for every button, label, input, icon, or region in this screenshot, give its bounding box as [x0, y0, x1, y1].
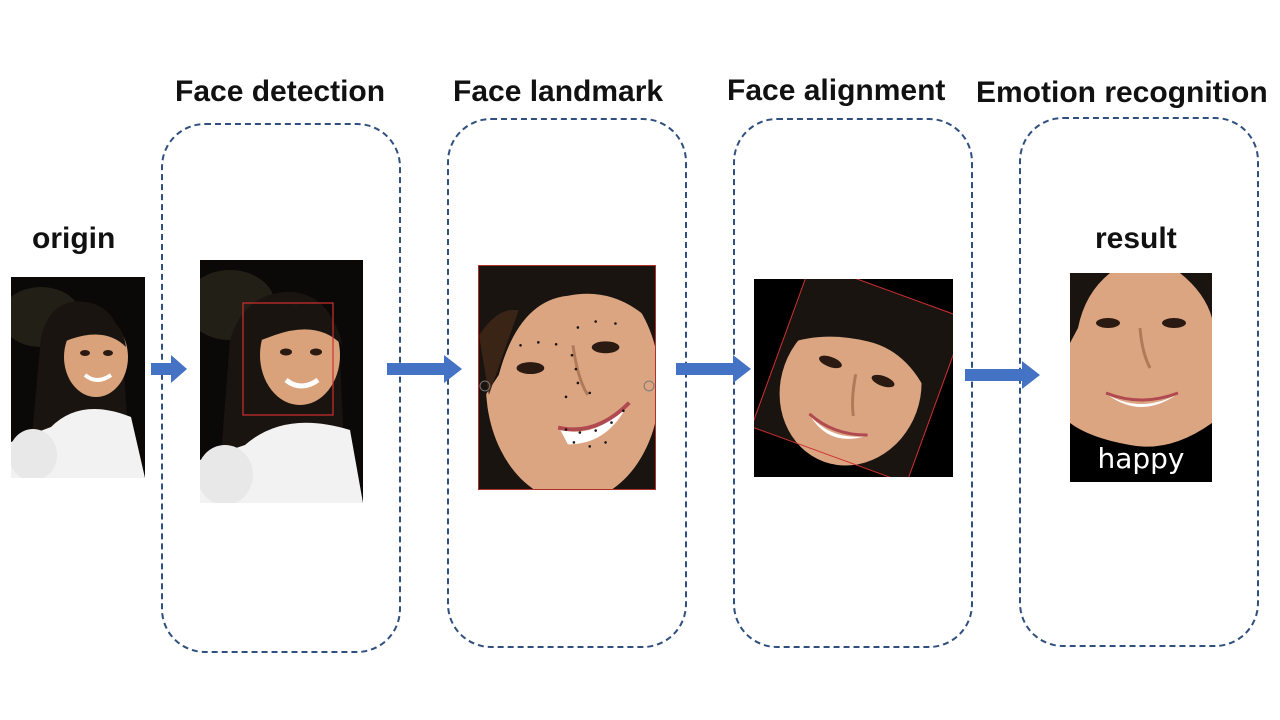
stage-title-face-landmark: Face landmark: [453, 75, 664, 108]
stage-title-face-alignment: Face alignment: [727, 74, 946, 107]
stage-title-emotion-recognition: Emotion recognition: [976, 76, 1268, 109]
origin-label: origin: [32, 222, 116, 255]
arrow-origin-to-detection: [151, 355, 187, 383]
landmark-points: [519, 320, 625, 448]
stage-title-face-detection: Face detection: [175, 75, 386, 108]
arrow-landmark-to-alignment: [676, 355, 751, 383]
result-label: result: [1095, 222, 1177, 255]
emotion-result-photo: happy: [1070, 273, 1212, 482]
arrow-alignment-to-recognition: [965, 361, 1040, 389]
face-landmark-photo: [478, 265, 656, 490]
emotion-label: happy: [1097, 442, 1185, 475]
detection-bounding-box: [242, 302, 334, 416]
stage-box-face-landmark: [447, 118, 687, 648]
arrow-detection-to-landmark: [387, 355, 462, 383]
origin-photo: [11, 277, 145, 478]
face-detection-photo: [200, 260, 363, 503]
stage-box-face-alignment: [733, 118, 973, 648]
stage-box-face-detection: [161, 123, 401, 653]
stage-box-emotion-recognition: [1019, 117, 1259, 647]
face-alignment-photo: [754, 279, 953, 477]
